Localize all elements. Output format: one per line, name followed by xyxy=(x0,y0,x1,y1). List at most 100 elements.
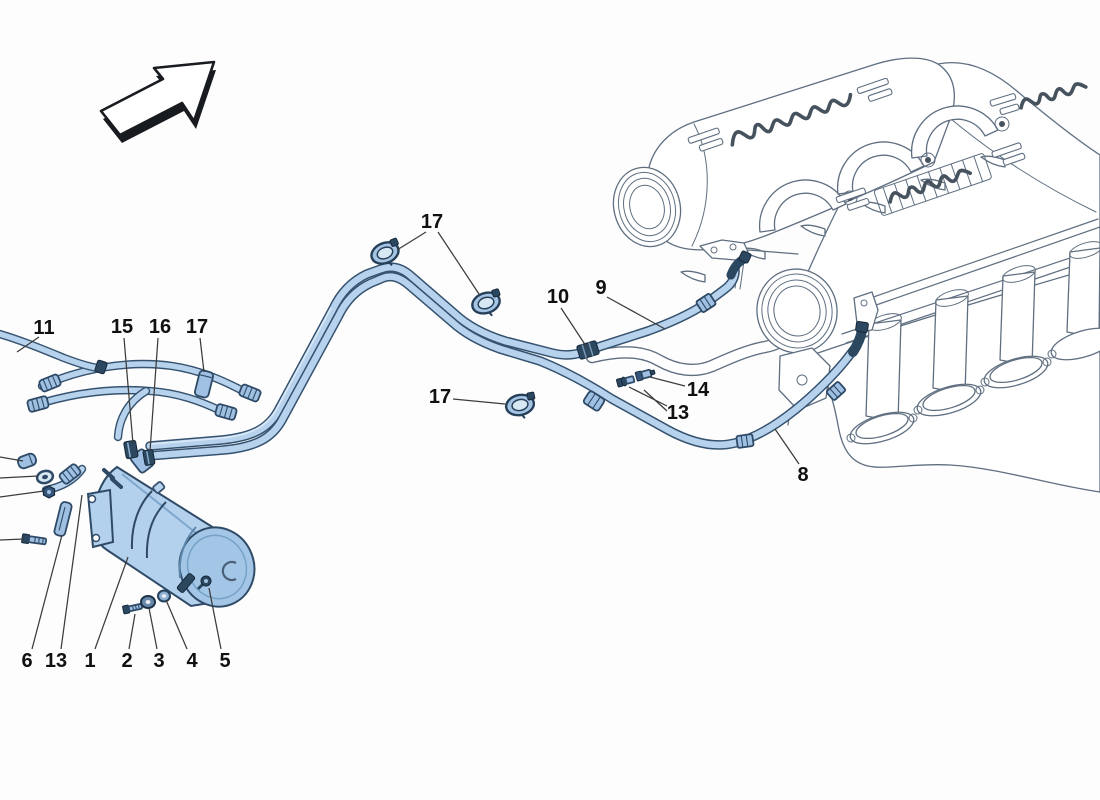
leader-line xyxy=(16,336,40,353)
callout-c10: 10 xyxy=(547,286,587,347)
callout-number: 13 xyxy=(45,650,67,672)
intake-trumpets xyxy=(846,241,1100,445)
washer-4 xyxy=(157,589,171,603)
ferrari-script-rear xyxy=(835,142,1026,216)
clamp-15 xyxy=(123,439,139,460)
leader-line xyxy=(199,337,205,373)
valley-runners xyxy=(758,105,1010,233)
callout-c14: 14 xyxy=(649,376,710,401)
callout-c3: 3 xyxy=(148,607,165,672)
callout-c5: 5 xyxy=(208,587,231,672)
leader-line xyxy=(437,231,480,295)
face-mark xyxy=(221,560,237,582)
elbow-pipe8 xyxy=(848,320,869,357)
canister xyxy=(86,465,256,608)
leader-line xyxy=(560,307,587,347)
leader-line xyxy=(94,556,129,650)
leader-line xyxy=(148,607,158,650)
callout-number: 13 xyxy=(667,402,689,424)
clamp-17-b xyxy=(471,288,501,317)
elbow-pipe9 xyxy=(726,250,752,280)
clamp-16 xyxy=(142,449,156,466)
pipes xyxy=(0,250,869,461)
coupling-10 xyxy=(576,340,600,360)
edge-leader-line xyxy=(0,538,25,541)
callout-c17-mid: 17 xyxy=(429,386,506,408)
leader-line xyxy=(628,386,668,407)
throttle-inlet-rear xyxy=(756,268,838,354)
bolt-2 xyxy=(122,603,143,615)
bracket-6 xyxy=(53,501,73,537)
callout-c9: 9 xyxy=(595,277,666,330)
callout-number: 16 xyxy=(149,316,171,338)
callout-c16: 16 xyxy=(149,316,171,452)
callout-number: 11 xyxy=(33,317,54,339)
leader-line xyxy=(774,428,800,465)
spacer-part xyxy=(16,452,38,470)
callout-number: 3 xyxy=(153,650,164,672)
callout-c13-bottom: 13 xyxy=(45,494,83,672)
bolt-left xyxy=(21,533,48,546)
callout-number: 15 xyxy=(111,316,133,338)
edge-leader-line xyxy=(0,475,39,479)
callout-number: 1 xyxy=(84,650,95,672)
callout-number: 14 xyxy=(687,379,710,401)
leader-line xyxy=(31,534,63,650)
callout-c15: 15 xyxy=(111,316,134,445)
hose-bundle xyxy=(26,359,262,495)
pipe-10 xyxy=(145,262,588,451)
callout-number: 17 xyxy=(421,211,443,233)
callout-c11: 11 xyxy=(16,317,55,353)
direction-arrow-icon xyxy=(99,60,216,143)
leader-line xyxy=(60,494,83,650)
collar-pipe8-low xyxy=(735,433,755,449)
washer-3 xyxy=(140,595,156,609)
leader-line xyxy=(396,231,427,251)
canister-assembly xyxy=(86,439,256,608)
callout-number: 4 xyxy=(186,650,198,672)
collar-pipe8-right xyxy=(825,381,847,401)
callout-c4: 4 xyxy=(165,599,198,672)
ferrari-script-front xyxy=(687,77,893,152)
callout-c13-right: 13 xyxy=(628,386,689,424)
ring-part xyxy=(35,469,55,485)
pipe-9 xyxy=(584,263,740,355)
leader-line xyxy=(452,398,506,405)
leader-line xyxy=(149,337,159,452)
leader-line xyxy=(128,613,136,650)
callout-number: 17 xyxy=(429,386,451,408)
callout-c8: 8 xyxy=(774,428,809,486)
hose-11 xyxy=(0,329,108,375)
leader-line xyxy=(123,337,134,445)
callout-number: 8 xyxy=(797,464,808,486)
callout-number: 5 xyxy=(219,650,230,672)
sleeve-17 xyxy=(194,369,214,399)
nut-part xyxy=(42,485,56,499)
engine-air-pipe xyxy=(585,329,795,377)
callout-c6: 6 xyxy=(21,534,63,672)
sleeve-pipe8 xyxy=(582,390,606,412)
callout-number: 17 xyxy=(186,316,208,338)
callout-number: 2 xyxy=(121,650,132,672)
ferrari-script-right xyxy=(989,82,1088,116)
callout-number: 6 xyxy=(21,650,32,672)
leader-line xyxy=(208,587,222,650)
edge-leader-line xyxy=(0,490,45,498)
callout-c17-left: 17 xyxy=(186,316,208,373)
clamp-17-a xyxy=(370,237,400,266)
callout-c1: 1 xyxy=(84,556,129,672)
leader-line xyxy=(643,389,668,412)
collar-pipe9 xyxy=(695,293,717,313)
small-parts xyxy=(16,237,656,615)
pipe-8 xyxy=(143,271,861,461)
throttle-inlet-front xyxy=(612,166,682,248)
callout-c2: 2 xyxy=(121,613,136,672)
callout-number: 10 xyxy=(547,286,569,308)
fitting-13 xyxy=(615,375,636,388)
callout-number: 9 xyxy=(595,277,606,299)
leader-line xyxy=(165,599,188,650)
leader-line xyxy=(606,296,666,330)
